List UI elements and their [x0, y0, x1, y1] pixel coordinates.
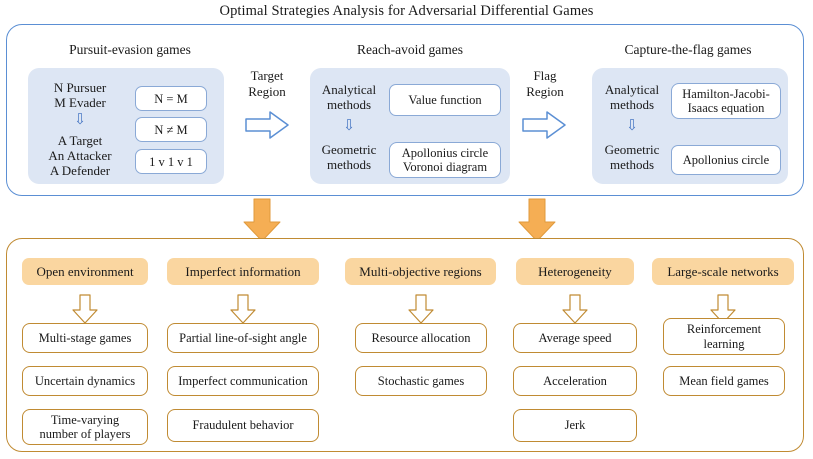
ctf-method-analytical-a: Analytical: [604, 82, 660, 97]
ctf-method-geometric-b: methods: [609, 157, 655, 172]
pursuit-label-line-5: A Defender: [49, 163, 111, 178]
down-arrow-glyph-pursuit: ⇩: [73, 112, 87, 128]
bottom-item-fraudulent-behavior[interactable]: Fraudulent behavior: [167, 409, 319, 442]
ctf-method-analytical-b: methods: [609, 97, 655, 112]
bottom-header-multi-objective-regions[interactable]: Multi-objective regions: [345, 258, 496, 285]
connector-label-flag-b: Region: [526, 84, 564, 99]
pursuit-label-line-4: An Attacker: [48, 148, 112, 163]
connector-label-target-a: Target: [250, 68, 284, 83]
reach-method-analytical-b: methods: [326, 97, 372, 112]
box-n-equals-m[interactable]: N = M: [135, 86, 207, 111]
box-n-not-equals-m[interactable]: N ≠ M: [135, 117, 207, 142]
group-title-capture-the-flag: Capture-the-flag games: [624, 42, 752, 57]
bottom-item-partial-line-of-sight[interactable]: Partial line-of-sight angle: [167, 323, 319, 353]
down-arrow-connector-right: [518, 198, 556, 242]
down-arrow-icon-col-3: [408, 294, 434, 324]
box-apollonius-circle[interactable]: Apollonius circle: [671, 145, 781, 175]
bottom-item-average-speed[interactable]: Average speed: [513, 323, 637, 353]
box-hamilton-jacobi-isaacs[interactable]: Hamilton-Jacobi- Isaacs equation: [671, 83, 781, 119]
down-arrow-glyph-reach: ⇩: [342, 118, 356, 134]
down-arrow-connector-left: [243, 198, 281, 242]
box-one-v-one-v-one[interactable]: 1 v 1 v 1: [135, 149, 207, 174]
pursuit-label-line-3: A Target: [57, 133, 103, 148]
pursuit-label-line-1: N Pursuer: [53, 80, 107, 95]
right-arrow-icon-flag-region: [522, 111, 566, 139]
ctf-method-geometric-a: Geometric: [604, 142, 660, 157]
reach-method-analytical-a: Analytical: [321, 82, 377, 97]
bottom-header-large-scale-networks[interactable]: Large-scale networks: [652, 258, 794, 285]
group-title-reach-avoid: Reach-avoid games: [356, 42, 464, 57]
bottom-item-multi-stage-games[interactable]: Multi-stage games: [22, 323, 148, 353]
bottom-item-uncertain-dynamics[interactable]: Uncertain dynamics: [22, 366, 148, 396]
bottom-header-open-environment[interactable]: Open environment: [22, 258, 148, 285]
right-arrow-icon-target-region: [245, 111, 289, 139]
bottom-item-mean-field-games[interactable]: Mean field games: [663, 366, 785, 396]
bottom-item-imperfect-communication[interactable]: Imperfect communication: [167, 366, 319, 396]
box-value-function[interactable]: Value function: [389, 84, 501, 116]
group-title-pursuit-evasion: Pursuit-evasion games: [69, 42, 191, 57]
box-apollonius-voronoi-line-2: Voronoi diagram: [402, 160, 488, 174]
bottom-item-time-varying-line-2: number of players: [39, 427, 131, 441]
bottom-item-stochastic-games[interactable]: Stochastic games: [355, 366, 487, 396]
bottom-header-heterogeneity[interactable]: Heterogeneity: [516, 258, 634, 285]
bottom-item-reinforcement-line-1: Reinforcement: [686, 322, 762, 337]
down-arrow-icon-col-4: [562, 294, 588, 324]
connector-label-target-b: Region: [248, 84, 286, 99]
connector-label-flag-a: Flag: [533, 68, 557, 83]
box-hji-line-1: Hamilton-Jacobi-: [682, 86, 770, 101]
box-hji-line-2: Isaacs equation: [687, 101, 765, 115]
down-arrow-icon-col-2: [230, 294, 256, 324]
reach-method-geometric-b: methods: [326, 157, 372, 172]
box-apollonius-voronoi-line-1: Apollonius circle: [401, 145, 489, 160]
bottom-item-resource-allocation[interactable]: Resource allocation: [355, 323, 487, 353]
bottom-item-reinforcement-line-2: learning: [703, 336, 745, 351]
bottom-item-time-varying-players[interactable]: Time-varying number of players: [22, 409, 148, 445]
bottom-item-acceleration[interactable]: Acceleration: [513, 366, 637, 396]
down-arrow-glyph-ctf: ⇩: [625, 118, 639, 134]
reach-method-geometric-a: Geometric: [321, 142, 377, 157]
down-arrow-icon-col-1: [72, 294, 98, 324]
bottom-item-jerk[interactable]: Jerk: [513, 409, 637, 442]
bottom-item-reinforcement-learning[interactable]: Reinforcement learning: [663, 318, 785, 355]
box-apollonius-voronoi[interactable]: Apollonius circle Voronoi diagram: [389, 142, 501, 178]
bottom-header-imperfect-information[interactable]: Imperfect information: [167, 258, 319, 285]
page-title: Optimal Strategies Analysis for Adversar…: [219, 3, 594, 19]
down-arrow-icon-col-5: [710, 294, 736, 324]
bottom-item-time-varying-line-1: Time-varying: [50, 412, 120, 427]
pursuit-label-line-2: M Evader: [54, 95, 106, 110]
